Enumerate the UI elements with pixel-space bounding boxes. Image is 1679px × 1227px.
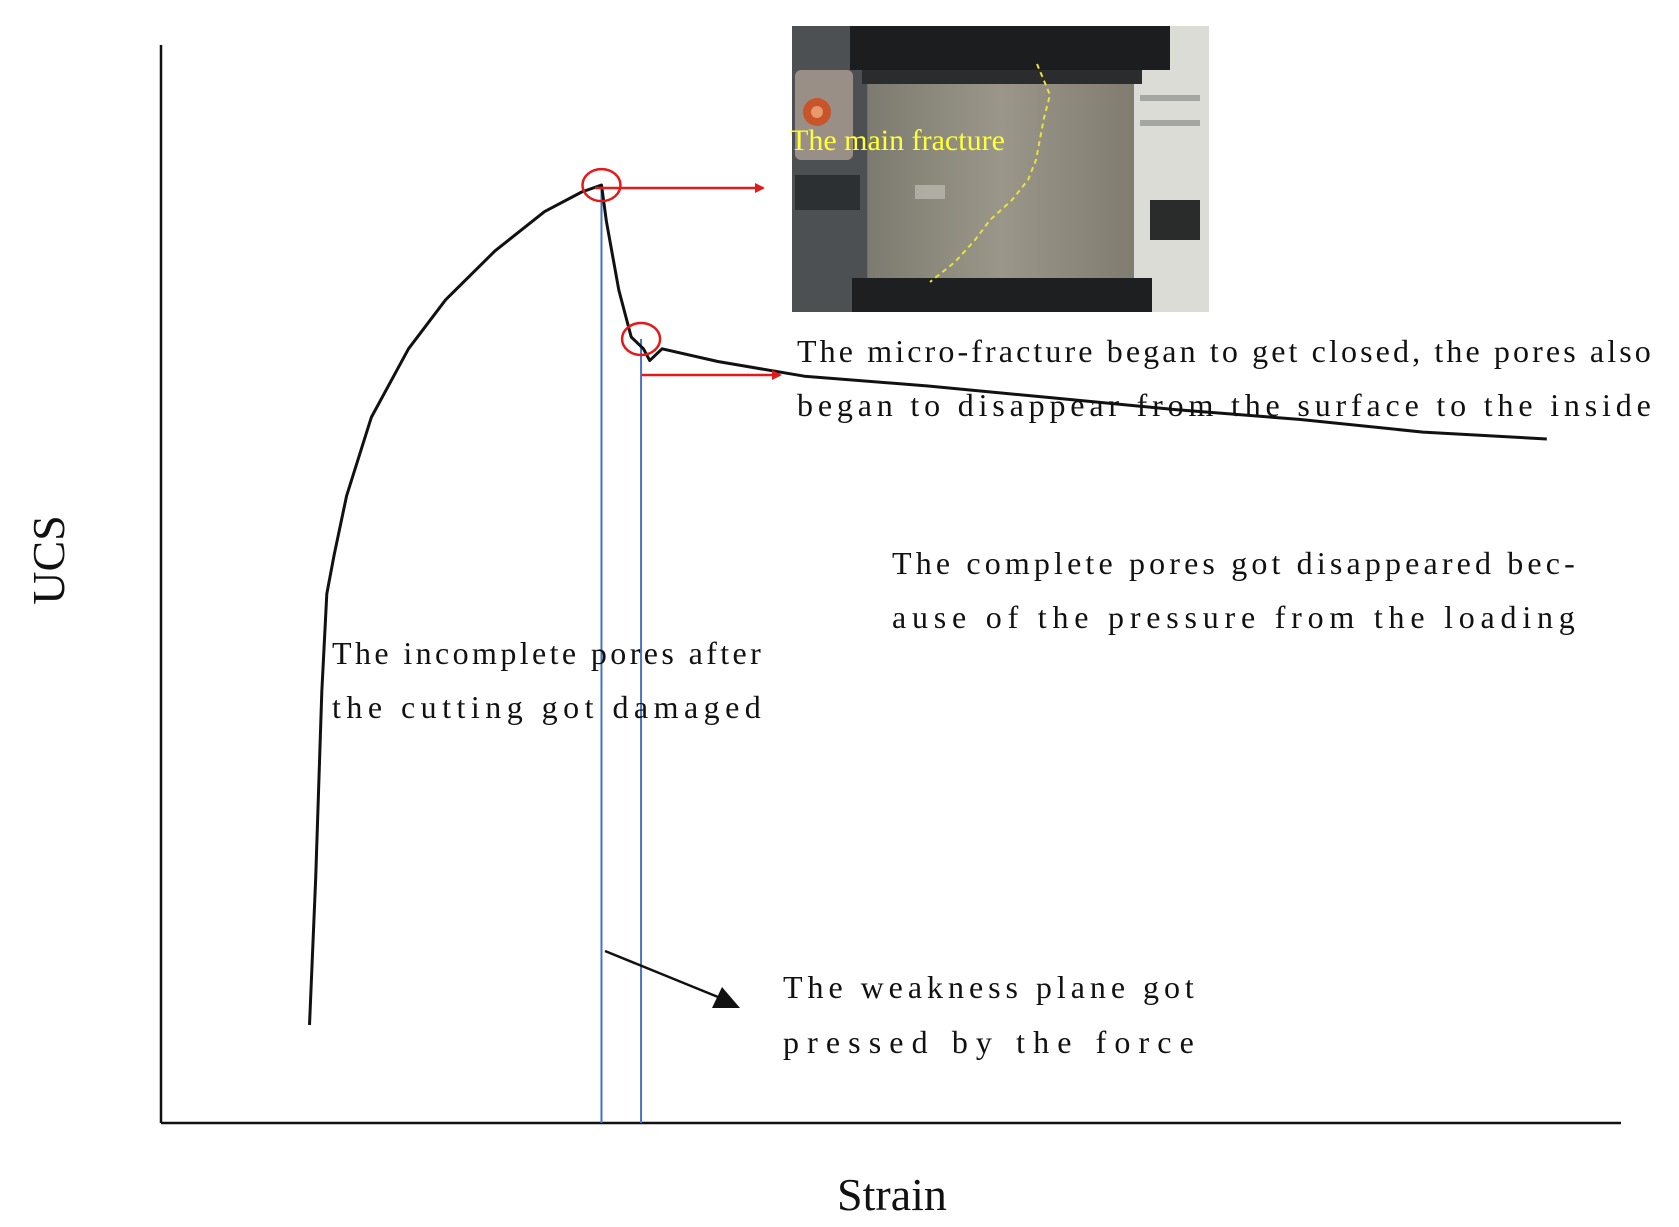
incomplete-pores-line-2: the cutting got damaged — [332, 689, 762, 725]
incomplete-pores-annotation: The incomplete pores after the cutting g… — [332, 635, 762, 725]
weakness-plane-arrow-shaft — [604, 949, 719, 999]
fracture-trace — [929, 63, 1052, 283]
main-fracture-label: The main fracture — [790, 124, 1005, 157]
stress-strain-curve — [308, 183, 1547, 1026]
vertical-reference-lines — [600, 185, 643, 1123]
rock-specimen-photo: The main fracture — [790, 26, 1209, 312]
complete-pores-annotation: The complete pores got disappeared bec- … — [892, 545, 1576, 635]
circled-point-1 — [581, 167, 622, 203]
circled-point-2 — [620, 321, 662, 357]
micro-fracture-line-2: began to disappear from the surface to t… — [797, 387, 1652, 423]
weakness-plane-annotation: The weakness plane got pressed by the fo… — [783, 969, 1195, 1060]
weakness-plane-line-2: pressed by the force — [783, 1024, 1195, 1060]
complete-pores-line-1: The complete pores got disappeared bec- — [892, 545, 1576, 581]
incomplete-pores-line-1: The incomplete pores after — [332, 635, 762, 671]
weakness-plane-arrowhead — [712, 987, 740, 1008]
complete-pores-line-2: ause of the pressure from the loading — [892, 599, 1576, 635]
micro-fracture-annotation: The micro-fracture began to get closed, … — [797, 333, 1652, 423]
x-axis-title: Strain — [837, 1169, 947, 1220]
weakness-plane-line-1: The weakness plane got — [783, 969, 1195, 1005]
micro-fracture-line-1: The micro-fracture began to get closed, … — [797, 333, 1652, 369]
circled-points — [581, 167, 662, 357]
y-axis-title: UCS — [23, 515, 74, 604]
